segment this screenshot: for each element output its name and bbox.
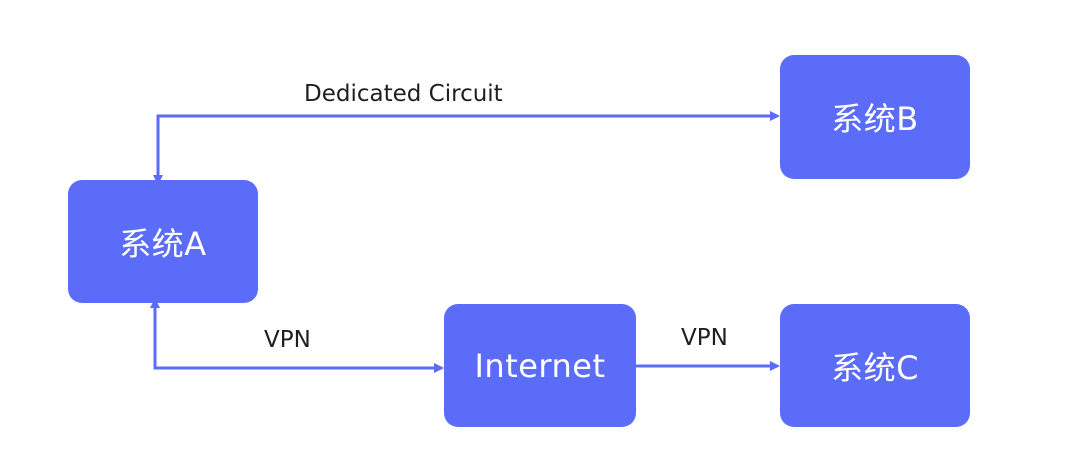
system-c-node: 系统C — [780, 304, 970, 427]
internet-label: Internet — [474, 346, 606, 385]
connector-a-internet — [150, 298, 444, 373]
vpn-label-a-internet: VPN — [264, 327, 311, 353]
internet-node: Internet — [444, 304, 636, 427]
vpn-label-internet-c: VPN — [681, 325, 728, 351]
system-a-label: 系统A — [119, 224, 207, 263]
system-b-node: 系统B — [780, 55, 970, 179]
system-a-node: 系统A — [68, 180, 258, 303]
system-c-label: 系统C — [831, 348, 919, 387]
system-b-label: 系统B — [831, 100, 919, 138]
connector-a-b — [153, 111, 780, 185]
dedicated-circuit-label: Dedicated Circuit — [304, 81, 503, 107]
